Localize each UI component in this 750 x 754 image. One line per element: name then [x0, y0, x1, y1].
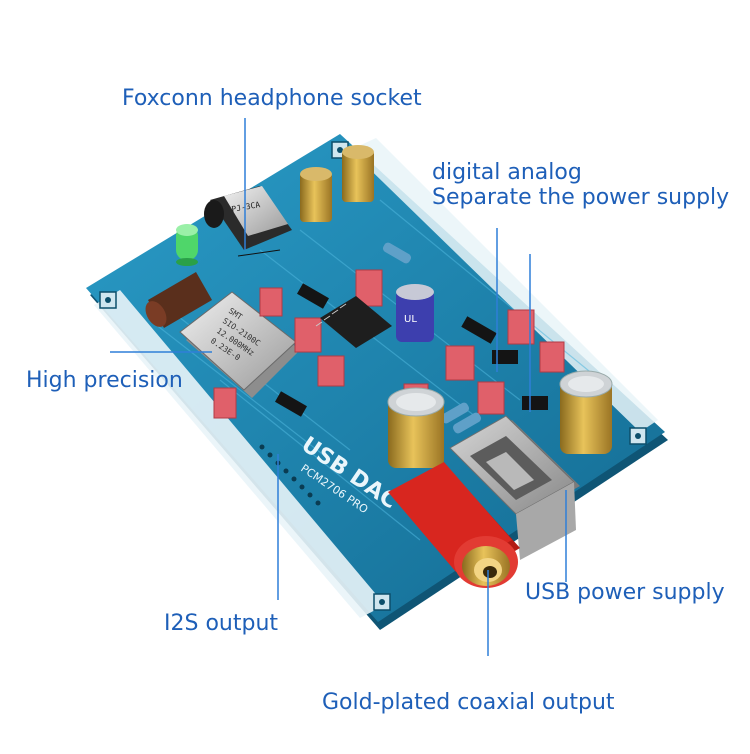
top-capacitors [300, 145, 374, 222]
label-usb-power-supply: USB power supply [525, 580, 725, 605]
dac-chip [315, 296, 392, 348]
large-gold-capacitors [387, 370, 613, 468]
label-digital-analog: digital analog Separate the power supply [432, 160, 729, 211]
label-digital-analog-line2: Separate the power supply [432, 185, 730, 211]
usb-b-connector [449, 415, 580, 560]
rca-connector [388, 462, 520, 588]
resistors [382, 242, 482, 434]
label-i2s-output: I2S output [164, 611, 279, 636]
brown-capacitor [145, 272, 212, 328]
blue-cap-text: UL [404, 314, 417, 325]
headphone-jack: PJ-3CA [204, 186, 292, 257]
blue-capacitor: UL [396, 284, 434, 342]
label-gold-plated-coaxial-output: Gold-plated coaxial output [322, 690, 615, 715]
green-led [176, 224, 198, 266]
label-foxconn-headphone-socket: Foxconn headphone socket [122, 86, 422, 111]
label-high-precision: High precision [26, 368, 183, 393]
pointer-lines [110, 118, 567, 656]
label-digital-analog-line1: digital analog [432, 160, 582, 185]
diodes [275, 283, 548, 417]
